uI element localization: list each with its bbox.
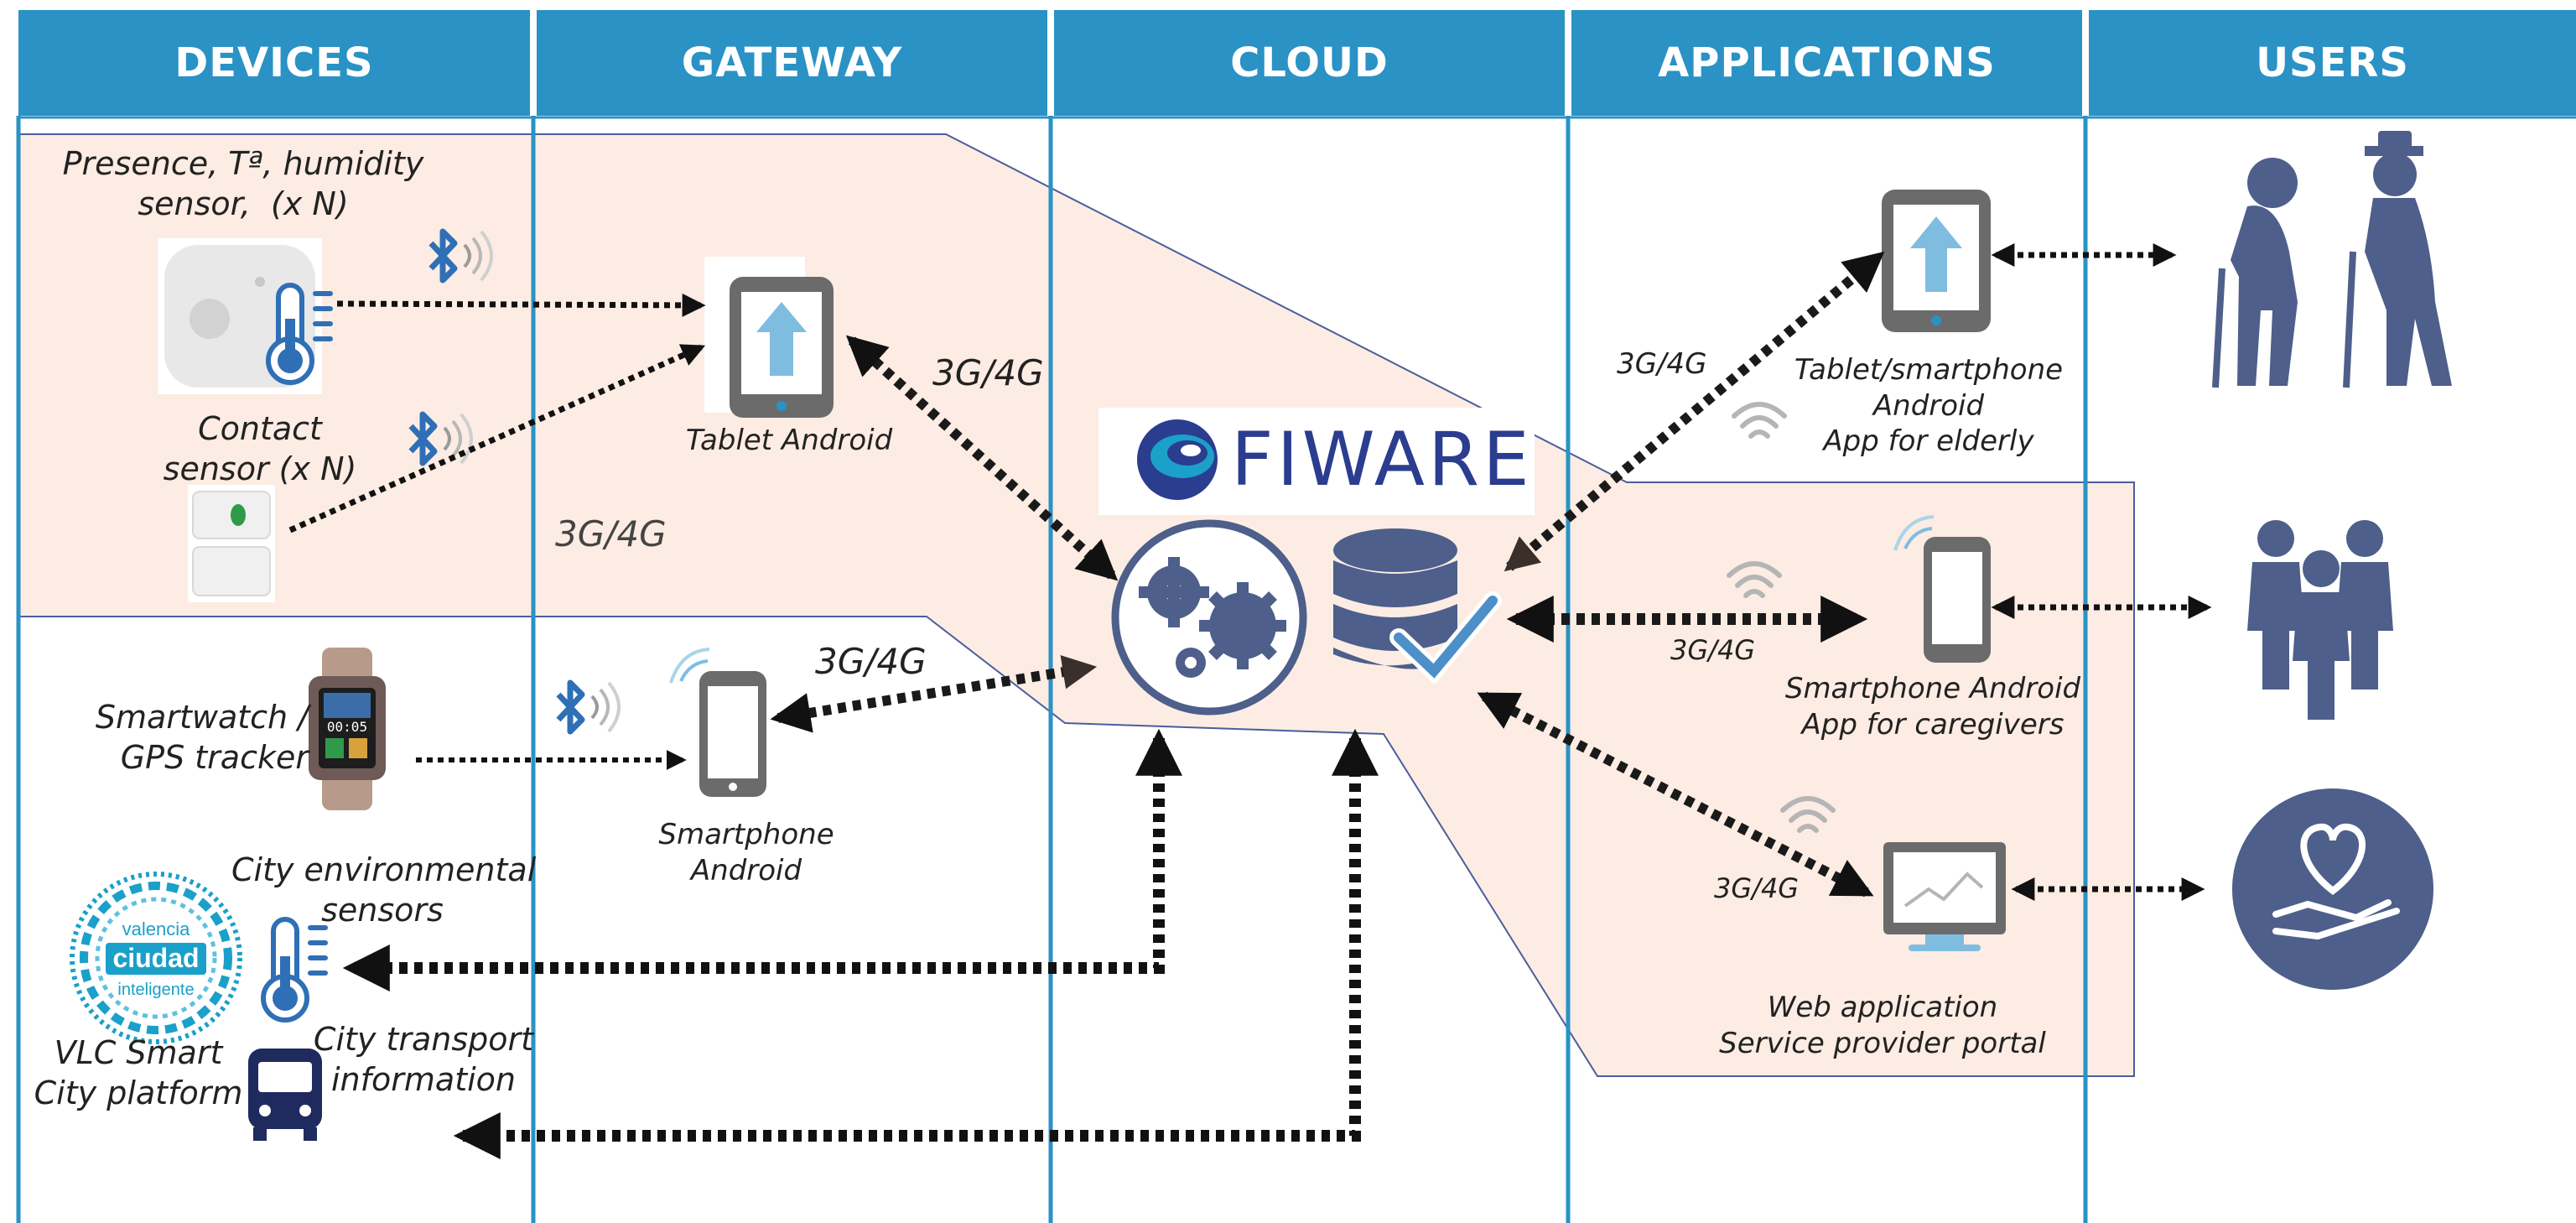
network-label-gateway-tablet: 3G/4G xyxy=(932,352,1044,393)
gears-icon xyxy=(1111,519,1307,716)
elderly-users-icon xyxy=(2212,131,2452,388)
elderly-app-label: Tablet/smartphone Android App for elderl… xyxy=(1794,353,2064,458)
network-label-gateway-smartphone: 3G/4G xyxy=(815,641,927,682)
care-heart-hand-icon xyxy=(2232,788,2433,990)
vlc-logo-line1: valencia xyxy=(122,919,190,939)
connectors xyxy=(288,243,2212,1159)
home-region xyxy=(18,133,2135,1077)
network-label-app-elderly: 3G/4G xyxy=(1617,347,1707,381)
city-transport-label: City transport information xyxy=(313,1021,534,1098)
wifi-icon xyxy=(1734,404,1784,436)
contact-sensor-label: Contact sensor (x N) xyxy=(163,410,357,487)
column-header-users: USERS xyxy=(2089,10,2576,116)
fiware-logo-text: FIWARE xyxy=(1231,416,1533,502)
column-header-gateway: GATEWAY xyxy=(537,10,1047,116)
web-app-label: Web application Service provider portal xyxy=(1719,991,2046,1060)
database-check-icon xyxy=(1333,528,1502,685)
column-header-devices: DEVICES xyxy=(18,10,530,116)
contact-sensor-icon xyxy=(188,485,275,602)
fiware-logo-box: FIWARE xyxy=(1098,408,1535,515)
svg-text:00:05: 00:05 xyxy=(327,719,367,735)
caregivers-smartphone-icon xyxy=(1893,515,1991,663)
smartwatch-icon: 00:05 xyxy=(309,648,386,810)
network-label-app-caregivers: 3G/4G xyxy=(1670,634,1756,666)
column-header-applications: APPLICATIONS xyxy=(1571,10,2082,116)
vlc-logo-line2: ciudad xyxy=(112,943,199,973)
elderly-app-tablet-icon xyxy=(1882,190,1991,332)
gateway-smartphone-icon xyxy=(669,648,766,797)
thermometer-icon xyxy=(266,283,333,385)
gateway-smartphone-label: Smartphone Android xyxy=(658,818,834,887)
vlc-ciudad-logo: valencia ciudad inteligente xyxy=(70,872,242,1044)
vlc-platform-label: VLC Smart City platform xyxy=(34,1034,243,1111)
column-header-cloud: CLOUD xyxy=(1054,10,1565,116)
gateway-tablet-label: Tablet Android xyxy=(685,424,893,457)
network-label-gateway-region: 3G/4G xyxy=(555,513,667,554)
city-thermometer-icon xyxy=(261,917,328,1023)
caregivers-app-label: Smartphone Android App for caregivers xyxy=(1784,672,2081,742)
vlc-logo-line3: inteligente xyxy=(117,981,194,999)
presence-sensor-label: Presence, Tª, humidity sensor, (x N) xyxy=(62,145,424,222)
web-app-monitor-icon xyxy=(1883,842,2006,951)
bus-icon xyxy=(248,1049,322,1141)
caregivers-group-icon xyxy=(2247,520,2393,720)
gateway-tablet-icon xyxy=(704,257,834,418)
network-label-app-web: 3G/4G xyxy=(1714,872,1800,904)
city-env-sensors-label: City environmental sensors xyxy=(231,851,537,929)
bluetooth-icon xyxy=(558,683,619,731)
smartwatch-label: Smartwatch / GPS tracker xyxy=(95,699,309,776)
